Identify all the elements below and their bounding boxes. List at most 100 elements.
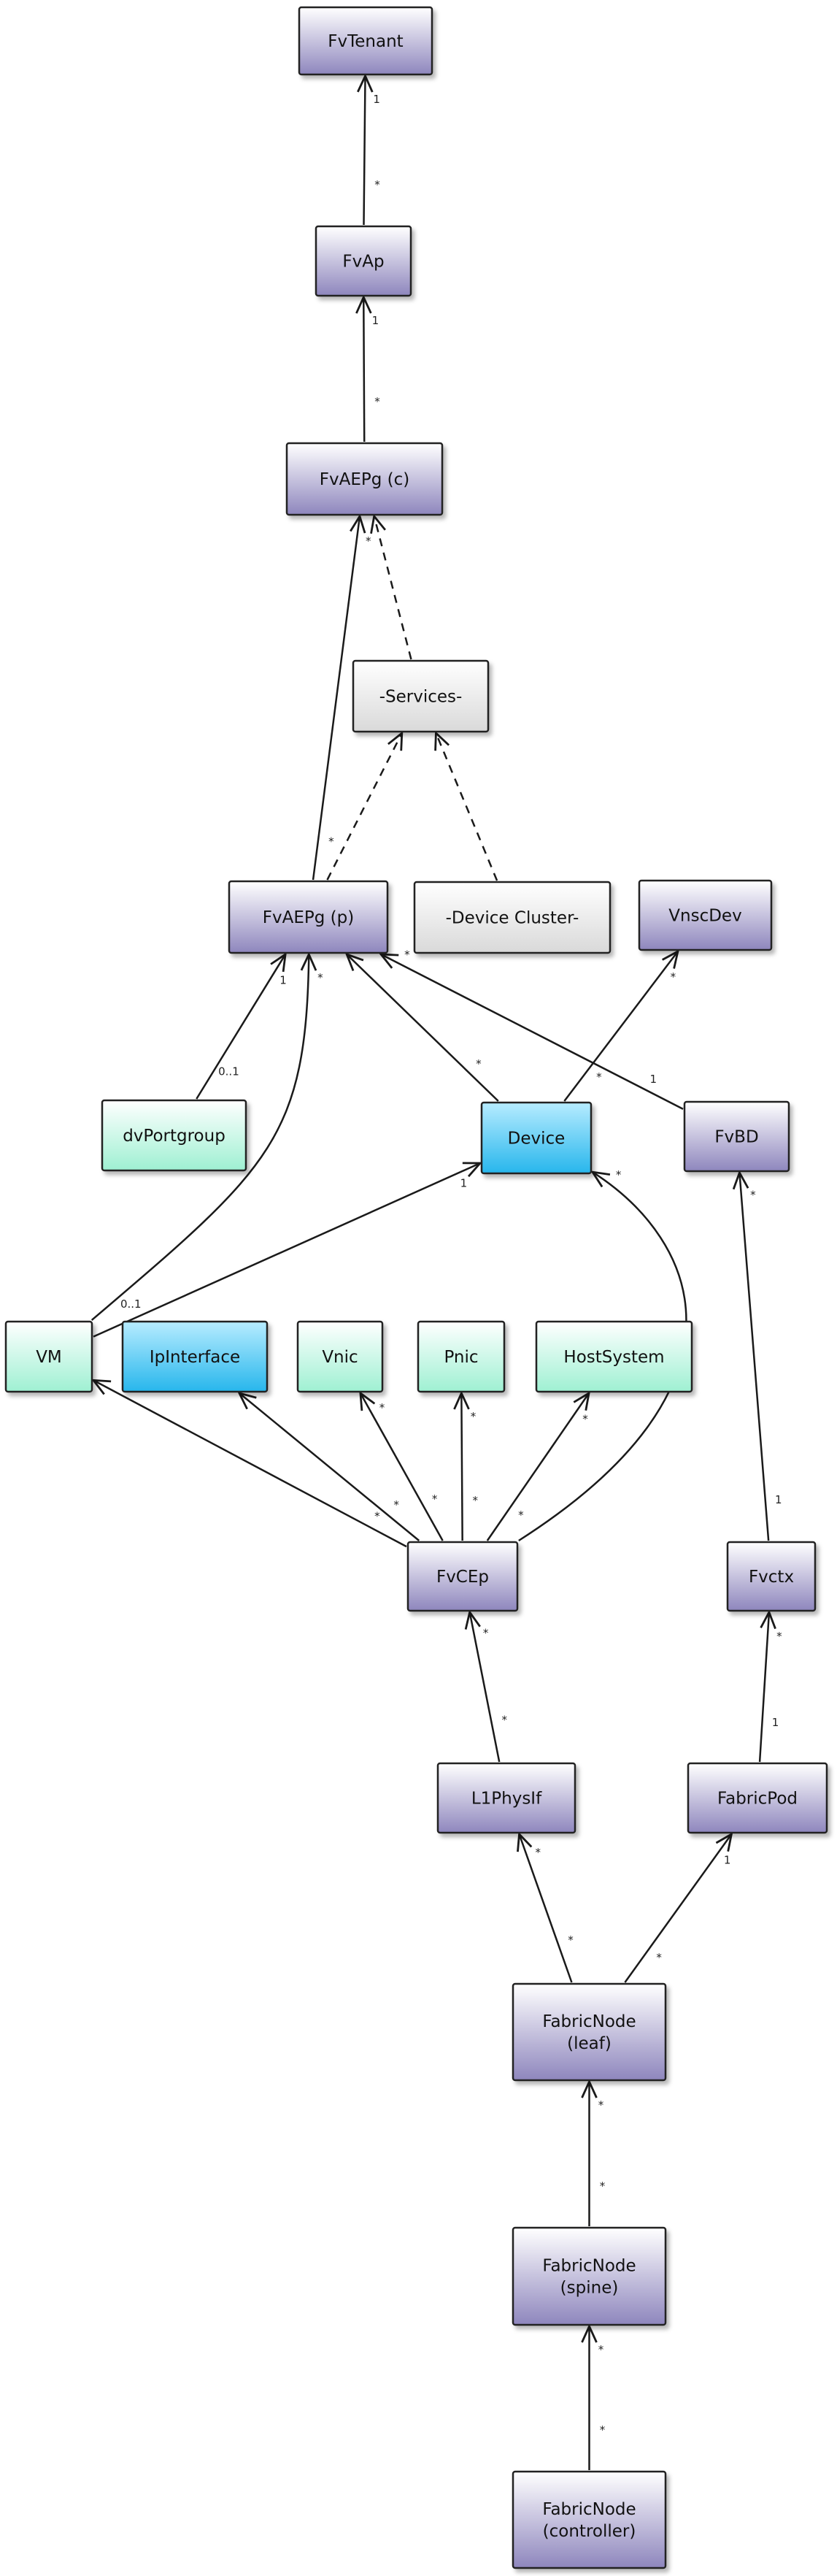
association-line [468, 1611, 501, 1763]
multiplicity-tail: * [328, 835, 334, 848]
arrow-head [359, 1391, 376, 1411]
multiplicity-tail: * [568, 1933, 574, 1947]
node-box [512, 1982, 667, 2082]
association-line [563, 951, 679, 1102]
multiplicity-head: 1 [724, 1853, 731, 1866]
edge-dvportgroup-to-fvaepg-p: 0..11 [196, 952, 287, 1100]
node-hostsystem: HostSystem [535, 1320, 693, 1393]
multiplicity-head: 1 [372, 314, 379, 327]
node-box [101, 1099, 247, 1172]
node-services: -Services- [352, 659, 490, 733]
node-box [726, 1541, 817, 1612]
edge-fabricpod-to-fvctx: 1* [758, 1609, 782, 1763]
edge-services-to-fvaepg-c [370, 513, 412, 660]
multiplicity-head: * [616, 1168, 622, 1181]
node-box [298, 6, 433, 76]
association-line [90, 954, 310, 1321]
multiplicity-head: 1 [373, 93, 380, 106]
node-box [4, 1320, 93, 1393]
association-line [486, 1392, 590, 1541]
edge-fabricnode-spine-to-fabricnode-leaf: ** [581, 2079, 606, 2226]
multiplicity-tail: * [600, 2180, 606, 2193]
multiplicity-tail: * [476, 1057, 482, 1070]
multiplicity-head: 1 [460, 1177, 468, 1190]
edge-fvcep-to-vnic: ** [359, 1391, 444, 1541]
node-label: FvAEPg (c) [320, 470, 409, 489]
edge-vm-to-fvaepg-p: 0..1* [90, 951, 323, 1321]
arrow-head [453, 1390, 470, 1410]
node-box [417, 1320, 506, 1393]
association-line [312, 515, 361, 881]
association-line [380, 953, 684, 1110]
node-pnic: Pnic [417, 1320, 506, 1393]
multiplicity-head: 1 [279, 974, 287, 987]
edge-fabricnode-leaf-to-fabricpod: *1 [624, 1832, 733, 1983]
multiplicity-tail: * [393, 1498, 399, 1511]
node-label: FabricNode(spine) [542, 2257, 636, 2298]
dependency-line [435, 732, 498, 881]
node-label: FvBD [714, 1128, 758, 1147]
edges-layer: *1*1**0..110..1**1***1*********1***1****… [90, 73, 782, 2470]
edge-fabricnode-leaf-to-l1physif: ** [517, 1831, 574, 1983]
arrow-head [370, 513, 386, 534]
node-l1physif: L1PhysIf [436, 1762, 576, 1834]
node-box [535, 1320, 693, 1393]
node-box [512, 2226, 667, 2326]
association-line [359, 1392, 444, 1541]
arrow-head [573, 1391, 590, 1411]
node-label: IpInterface [150, 1348, 240, 1367]
node-fvctx: Fvctx [726, 1541, 817, 1612]
arrow-head [350, 513, 366, 534]
dependency-line [373, 515, 412, 660]
node-box [406, 1541, 519, 1612]
node-label: -Services- [379, 688, 463, 707]
multiplicity-tail: * [473, 1494, 479, 1507]
edge-fvcep-to-hostsystem: ** [486, 1391, 590, 1541]
edge-fvctx-to-fvbd: 1* [732, 1170, 782, 1541]
multiplicity-tail: 1 [775, 1493, 782, 1506]
association-line [346, 954, 499, 1102]
arrow-head [237, 1391, 257, 1410]
node-box [480, 1101, 593, 1175]
arrow-head [590, 1170, 611, 1188]
multiplicity-tail: * [656, 1951, 662, 1964]
node-fvtenant: FvTenant [298, 6, 433, 76]
arrow-head [344, 952, 364, 972]
edge-device-cluster-to-services [434, 730, 498, 881]
multiplicity-head: * [317, 971, 323, 984]
node-label: L1PhysIf [471, 1790, 542, 1809]
node-label: VM [36, 1348, 62, 1367]
multiplicity-head: * [598, 2343, 604, 2356]
node-box [413, 881, 612, 954]
arrow-head [387, 730, 404, 751]
node-fvbd: FvBD [683, 1100, 790, 1173]
node-vm: VM [4, 1320, 93, 1393]
multiplicity-tail: * [374, 1509, 380, 1522]
node-label: Vnic [322, 1348, 358, 1367]
association-line [738, 1172, 770, 1541]
multiplicity-head: * [366, 534, 371, 548]
node-label: FvTenant [328, 32, 403, 51]
association-line [363, 75, 366, 226]
node-fabricnode-leaf: FabricNode(leaf) [512, 1982, 667, 2082]
multiplicity-head: * [471, 1410, 477, 1423]
node-fvap: FvAp [315, 225, 412, 297]
edge-fvaepg-p-to-fvaepg-c: ** [312, 513, 371, 881]
edge-device-to-vnscdev: ** [563, 949, 679, 1102]
multiplicity-tail: 1 [649, 1073, 657, 1086]
arrow-head [732, 1170, 749, 1190]
edge-fvap-to-fvtenant: *1 [357, 73, 380, 226]
node-vnic: Vnic [296, 1320, 384, 1393]
arrow-head [581, 2079, 598, 2098]
node-device: Device [480, 1101, 593, 1175]
node-box [121, 1320, 269, 1393]
node-box [687, 1762, 828, 1834]
arrow-head [270, 952, 287, 973]
arrow-head [462, 1162, 483, 1178]
multiplicity-head: * [404, 948, 410, 961]
edge-device-to-fvaepg-p: * [344, 952, 499, 1102]
arrow-head [760, 1609, 776, 1630]
multiplicity-tail: * [518, 1509, 524, 1522]
multiplicity-tail: * [374, 178, 380, 191]
